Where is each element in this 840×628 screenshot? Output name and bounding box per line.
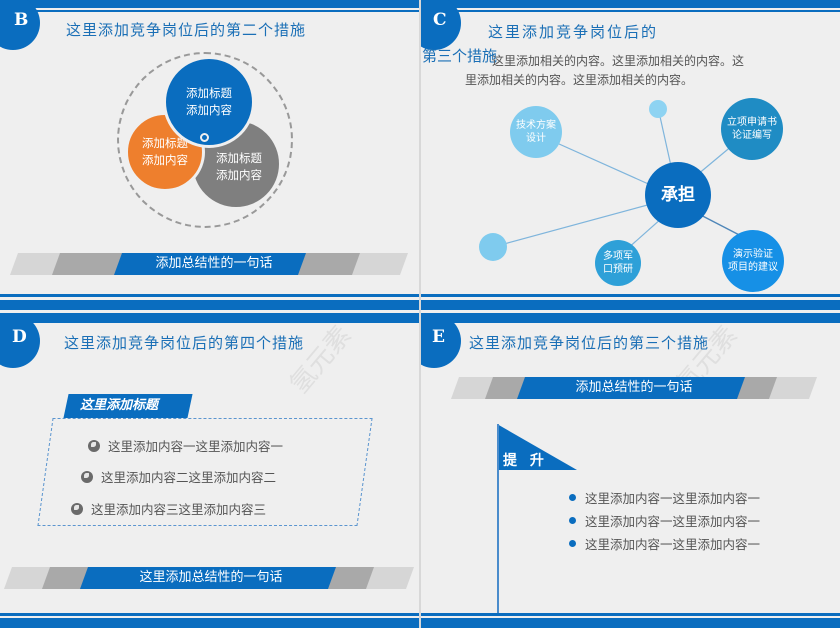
band-seg-light	[768, 377, 818, 399]
node-proposal[interactable]: 立项申请书论证编写	[721, 98, 783, 160]
bullet-icon	[569, 517, 576, 524]
summary-band[interactable]: 添加总结性的一句话	[9, 253, 410, 275]
top-bar	[421, 300, 840, 310]
bottom-line	[0, 613, 419, 616]
node-label: 多项军	[603, 251, 633, 262]
bullet-icon	[569, 540, 576, 547]
top-bar	[421, 0, 840, 8]
slide-title: 这里添加竞争岗位后的	[488, 23, 659, 41]
bottom-line	[421, 294, 840, 297]
node-label: 口预研	[603, 264, 633, 275]
band-seg-light	[365, 567, 415, 589]
list-item-text: 这里添加内容三这里添加内容三	[91, 502, 267, 517]
slide-badge: B	[0, 0, 40, 50]
node-label: 项目的建议	[728, 262, 778, 273]
node-tech[interactable]: 技术方案设计	[510, 106, 562, 158]
slide-b[interactable]: B 这里添加竞争岗位后的第二个措施 添加标题 添加内容 添加标题 添加内容 添加…	[0, 0, 419, 300]
node-label: 设计	[526, 133, 546, 144]
slide-title: 这里添加竞争岗位后的第四个措施	[64, 334, 305, 352]
top-bar	[0, 300, 419, 310]
badge-letter: C	[433, 10, 447, 30]
summary-text: 添加总结性的一句话	[575, 380, 693, 395]
petal-content: 添加内容	[186, 103, 232, 117]
list-item: 这里添加内容三这里添加内容三	[71, 499, 266, 518]
list-title: 这里添加标题	[80, 398, 159, 413]
node-research[interactable]: 多项军口预研	[595, 240, 641, 286]
slide-c[interactable]: C 这里添加竞争岗位后的 第三个措施 这里添加相关的内容。这里添加相关的内容。这…	[421, 0, 840, 300]
petal-content: 添加内容	[216, 168, 262, 182]
list-item-text: 这里添加内容一这里添加内容一	[585, 491, 761, 506]
flag-pole	[497, 424, 499, 614]
list-item: 这里添加内容一这里添加内容一	[88, 436, 283, 455]
petal-title: 添加标题	[186, 86, 232, 100]
description-line1: 这里添加相关的内容。这里添加相关的内容。这	[492, 54, 745, 68]
petal-title: 添加标题	[216, 151, 262, 165]
bottom-bar	[0, 618, 419, 628]
top-bar	[0, 0, 419, 8]
globe-icon	[71, 502, 83, 515]
flag-icon	[497, 424, 577, 470]
summary-band[interactable]: 这里添加总结性的一句话	[3, 567, 415, 589]
center-label: 承担	[661, 184, 695, 205]
bottom-line	[0, 294, 419, 297]
node-small-top[interactable]	[649, 100, 667, 118]
center-dot	[200, 133, 209, 142]
petal-content: 添加内容	[142, 153, 188, 167]
description-line2: 里添加相关的内容。这里添加相关的内容。	[465, 73, 694, 87]
top-line	[421, 10, 840, 12]
bottom-line	[421, 613, 840, 616]
badge-letter: D	[12, 327, 27, 347]
flag-label: 提 升	[503, 453, 548, 469]
badge-letter: E	[432, 327, 445, 347]
globe-icon	[81, 470, 93, 483]
top-line	[0, 10, 419, 12]
node-label: 演示验证	[733, 249, 773, 260]
list-item-text: 这里添加内容二这里添加内容二	[101, 470, 277, 485]
badge-letter: B	[14, 10, 29, 30]
bullet-icon	[569, 494, 576, 501]
summary-text: 添加总结性的一句话	[155, 256, 273, 271]
globe-icon	[88, 439, 100, 452]
summary-band[interactable]: 添加总结性的一句话	[450, 377, 821, 399]
node-center[interactable]: 承担	[645, 162, 711, 228]
list-item-text: 这里添加内容一这里添加内容一	[585, 537, 761, 552]
slide-title: 这里添加竞争岗位后的第二个措施	[66, 21, 307, 39]
node-label: 论证编写	[732, 130, 772, 141]
slide-d[interactable]: D 这里添加竞争岗位后的第四个措施 氢元素 这里添加标题 这里添加内容一这里添加…	[0, 300, 419, 628]
top-bar-2	[0, 313, 419, 323]
dashed-ring	[117, 52, 293, 228]
list-item: 这里添加内容一这里添加内容一	[569, 534, 760, 553]
list-item-text: 这里添加内容一这里添加内容一	[585, 514, 761, 529]
node-label: 立项申请书	[727, 117, 777, 128]
petal-blue[interactable]: 添加标题 添加内容	[163, 56, 255, 148]
list-item-text: 这里添加内容一这里添加内容一	[108, 439, 284, 454]
node-small-left[interactable]	[479, 233, 507, 261]
summary-text: 这里添加总结性的一句话	[139, 570, 283, 585]
watermark: 氢元素	[284, 320, 358, 400]
bottom-bar	[421, 618, 840, 628]
slide-title-line2: 第三个措施	[422, 47, 498, 65]
petal-title: 添加标题	[142, 136, 188, 150]
slide-e[interactable]: E 这里添加竞争岗位后的第三个措施 氢元素 添加总结性的一句话 提 升 这里添加…	[421, 300, 840, 628]
list-item: 这里添加内容一这里添加内容一	[569, 511, 760, 530]
node-demo[interactable]: 演示验证项目的建议	[722, 230, 784, 292]
band-seg-light	[351, 253, 409, 275]
list-item: 这里添加内容二这里添加内容二	[81, 467, 276, 486]
list-item: 这里添加内容一这里添加内容一	[569, 488, 760, 507]
slide-title: 这里添加竞争岗位后的第三个措施	[469, 334, 710, 352]
node-label: 技术方案	[516, 120, 556, 131]
top-bar-2	[421, 313, 840, 323]
